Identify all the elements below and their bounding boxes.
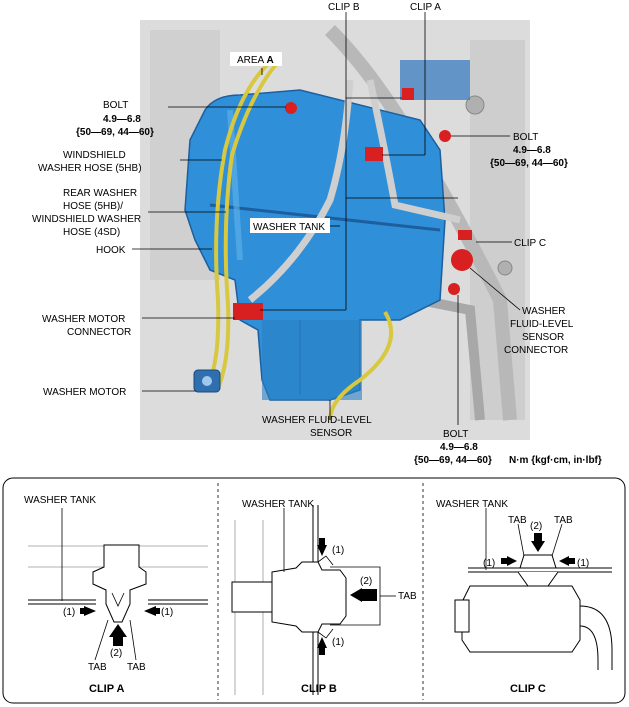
clip-a-arrow-2: (2) <box>110 648 122 659</box>
hook-label: HOOK <box>96 245 126 256</box>
level-connector-label-4: CONNECTOR <box>504 345 568 356</box>
main-labels: CLIP B CLIP A AREA A BOLT 4.9—6.8 {50—69… <box>32 2 602 466</box>
washer-tank-label: WASHER TANK <box>253 222 325 233</box>
clip-c-detail: WASHER TANK TAB (2) TAB (1) (1) CLIP C <box>436 499 613 695</box>
windshield-hose-label-2: WASHER HOSE (5HB) <box>38 163 142 174</box>
level-connector-label-3: SENSOR <box>522 332 564 343</box>
clip-c-tab-right: TAB <box>554 515 573 526</box>
bolt-bottom-torque: 4.9—6.8 <box>440 442 478 453</box>
level-sensor-label-1: WASHER FLUID-LEVEL <box>262 415 372 426</box>
clip-b-arrow-1-bottom: (1) <box>332 637 344 648</box>
clip-b-arrow-1-top: (1) <box>332 545 344 556</box>
bolt-bottom-label: BOLT <box>443 429 468 440</box>
bolt-top-right-label: BOLT <box>513 132 538 143</box>
bolt-bottom-torque-alt: {50—69, 44—60} <box>414 455 492 466</box>
rear-hose-label-4: HOSE (4SD) <box>63 227 120 238</box>
washer-motor-label: WASHER MOTOR <box>43 387 126 398</box>
clip-b-detail: WASHER TANK (1) (1) (2) TAB CLIP B <box>231 499 417 695</box>
clip-b-label: CLIP B <box>328 2 360 13</box>
washer-tank <box>184 89 446 401</box>
clip-c-arrow-2: (2) <box>530 521 542 532</box>
clip-c-washer-tank-label: WASHER TANK <box>436 499 508 510</box>
clip-a-tab-right: TAB <box>127 662 146 673</box>
clip-a-label: CLIP A <box>410 2 441 13</box>
clip-b-arrow-2: (2) <box>360 576 372 587</box>
motor-connector-label-2: CONNECTOR <box>67 327 131 338</box>
windshield-hose-label-1: WINDSHIELD <box>63 150 126 161</box>
clip-c-label: CLIP C <box>514 238 546 249</box>
clip-b-tab: TAB <box>398 591 417 602</box>
rear-hose-label-3: WINDSHIELD WASHER <box>32 214 141 225</box>
clip-c-tab-left: TAB <box>508 515 527 526</box>
leader-lines <box>132 12 521 425</box>
area-a-label: AREA A <box>237 55 274 66</box>
clip-a-washer-tank-label: WASHER TANK <box>24 495 96 506</box>
bolt-top-right-torque: 4.9—6.8 <box>513 145 551 156</box>
clip-b-washer-tank-label: WASHER TANK <box>242 499 314 510</box>
clip-a-detail: WASHER TANK (1) (1) (2) TAB TAB CLIP A <box>24 495 208 695</box>
rear-hose-label-1: REAR WASHER <box>63 188 137 199</box>
level-connector-label-2: FLUID-LEVEL <box>510 319 574 330</box>
bolt-top-right-torque-alt: {50—69, 44—60} <box>490 158 568 169</box>
level-connector-label-1: WASHER <box>522 306 566 317</box>
bolt-top-left-torque-alt: {50—69, 44—60} <box>76 127 154 138</box>
bolt-top-left-label: BOLT <box>103 100 128 111</box>
clip-c-arrow-1-right: (1) <box>577 558 589 569</box>
clip-c-arrow-1-left: (1) <box>483 558 495 569</box>
bolt-top-left-torque: 4.9—6.8 <box>103 114 141 125</box>
red-components <box>233 88 473 320</box>
clip-a-arrow-1-left: (1) <box>63 607 75 618</box>
clip-a-arrow-1-right: (1) <box>161 607 173 618</box>
motor-connector-label-1: WASHER MOTOR <box>42 314 125 325</box>
clip-b-caption: CLIP B <box>301 683 337 695</box>
rear-hose-label-2: HOSE (5HB)/ <box>63 201 123 212</box>
clip-a-tab-left: TAB <box>88 662 107 673</box>
level-sensor-label-2: SENSOR <box>310 428 352 439</box>
clip-a-caption: CLIP A <box>89 683 125 695</box>
clip-c-caption: CLIP C <box>510 683 546 695</box>
unit-label: N·m {kgf·cm, in·lbf} <box>509 455 602 466</box>
washer-motor <box>193 369 221 393</box>
clip-detail-panels <box>2 477 626 704</box>
